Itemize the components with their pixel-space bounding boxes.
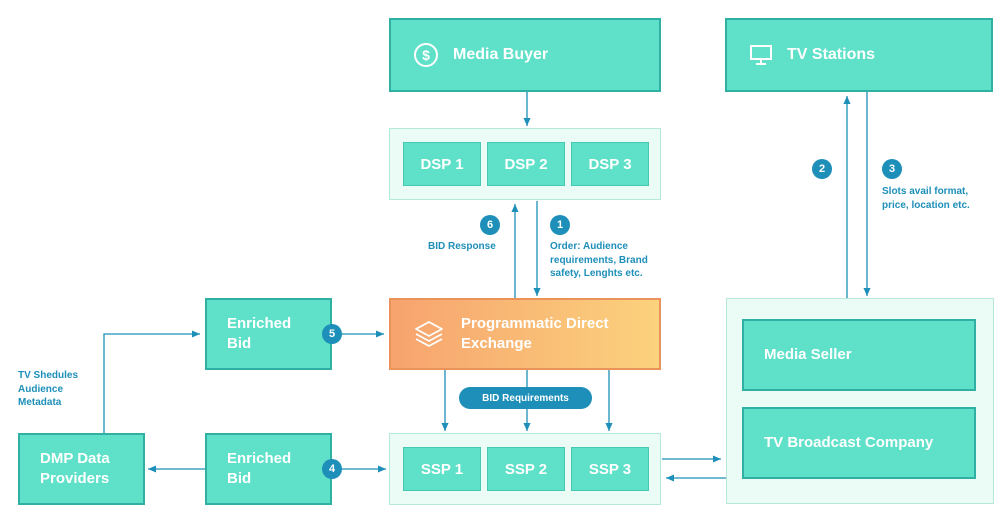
media-seller-node: Media Seller [742,319,976,391]
step-badge-5: 5 [322,324,342,344]
dmp-node: DMP Data Providers [18,433,145,505]
enriched-bid-top-line2: Bid [227,335,252,352]
dsp-2: DSP 2 [487,142,565,186]
enriched-bid-bottom-line1: Enriched [227,450,292,467]
tv-stations-label: TV Stations [787,46,876,63]
tv-schedules-line2: Audience [18,383,64,395]
tv-schedules-line1: TV Shedules [18,370,79,381]
order-note: Order: Audience requirements, Brand safe… [550,240,648,281]
order-note-line3: safety, Lenghts etc. [550,268,643,279]
tv-broadcast-node: TV Broadcast Company [742,407,976,479]
tv-broadcast-label: TV Broadcast Company [764,434,934,451]
media-buyer-label: Media Buyer [453,46,549,63]
slots-note: Slots avail format, price, location etc. [882,185,970,212]
exchange-label-line1: Programmatic Direct [461,315,609,332]
dollar-circle-icon: $ [414,43,438,67]
media-seller-label: Media Seller [764,346,852,363]
tv-stations-node: TV Stations [725,18,993,92]
slots-note-line1: Slots avail format, [882,186,969,197]
ssp-3: SSP 3 [571,447,649,491]
tv-schedules-note: TV Shedules Audience Metadata [18,369,78,410]
arrow-dmp-to-enriched [103,330,200,433]
step-badge-6: 6 [480,215,500,235]
dmp-line2: Providers [40,470,110,487]
step-badge-4: 4 [322,459,342,479]
ssp-1: SSP 1 [403,447,481,491]
tv-monitor-icon [750,45,772,65]
dmp-line1: DMP Data [40,450,110,467]
step-badge-2: 2 [812,159,832,179]
enriched-bid-bottom-node: Enriched Bid [205,433,332,505]
order-note-line1: Order: Audience [550,241,628,252]
enriched-bid-top-node: Enriched Bid [205,298,332,370]
svg-text:$: $ [422,47,430,63]
ssp-2: SSP 2 [487,447,565,491]
exchange-node: Programmatic Direct Exchange [389,298,661,370]
dsp-1: DSP 1 [403,142,481,186]
enriched-bid-bottom-line2: Bid [227,470,252,487]
tv-schedules-line3: Metadata [18,397,62,408]
bid-requirements-pill: BID Requirements [459,387,592,409]
order-note-line2: requirements, Brand [550,254,648,266]
dsp-3: DSP 3 [571,142,649,186]
step-badge-3: 3 [882,159,902,179]
enriched-bid-top-line1: Enriched [227,315,292,332]
exchange-label-line2: Exchange [461,335,532,352]
layers-stack-icon [415,321,443,347]
step-badge-1: 1 [550,215,570,235]
slots-note-line2: price, location etc. [882,199,970,211]
bid-response-label: BID Response [428,241,496,252]
media-buyer-node: $ Media Buyer [389,18,661,92]
